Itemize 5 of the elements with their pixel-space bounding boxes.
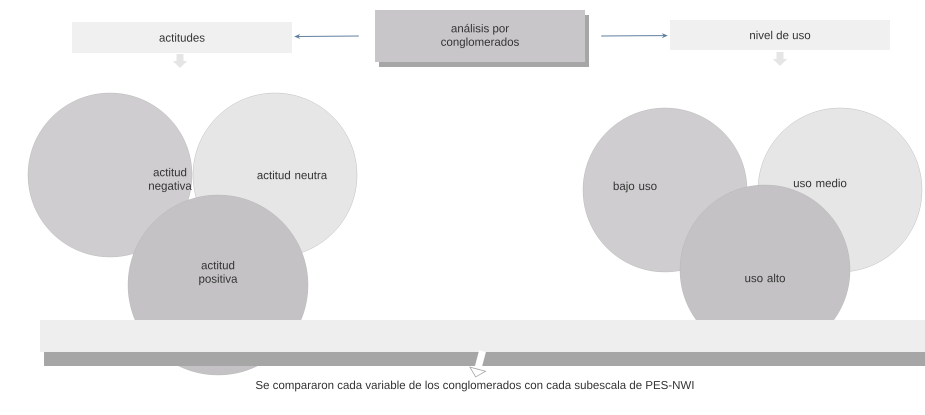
category-box: nivel de uso — [670, 20, 890, 50]
caption-text: Se compararon cada variable de los conglomerados con cada subescala de PES-NWI — [256, 380, 694, 392]
bar-background — [40, 320, 925, 366]
category-box: actitudes — [72, 22, 292, 53]
process-box: análisis por conglomerados — [375, 10, 589, 67]
